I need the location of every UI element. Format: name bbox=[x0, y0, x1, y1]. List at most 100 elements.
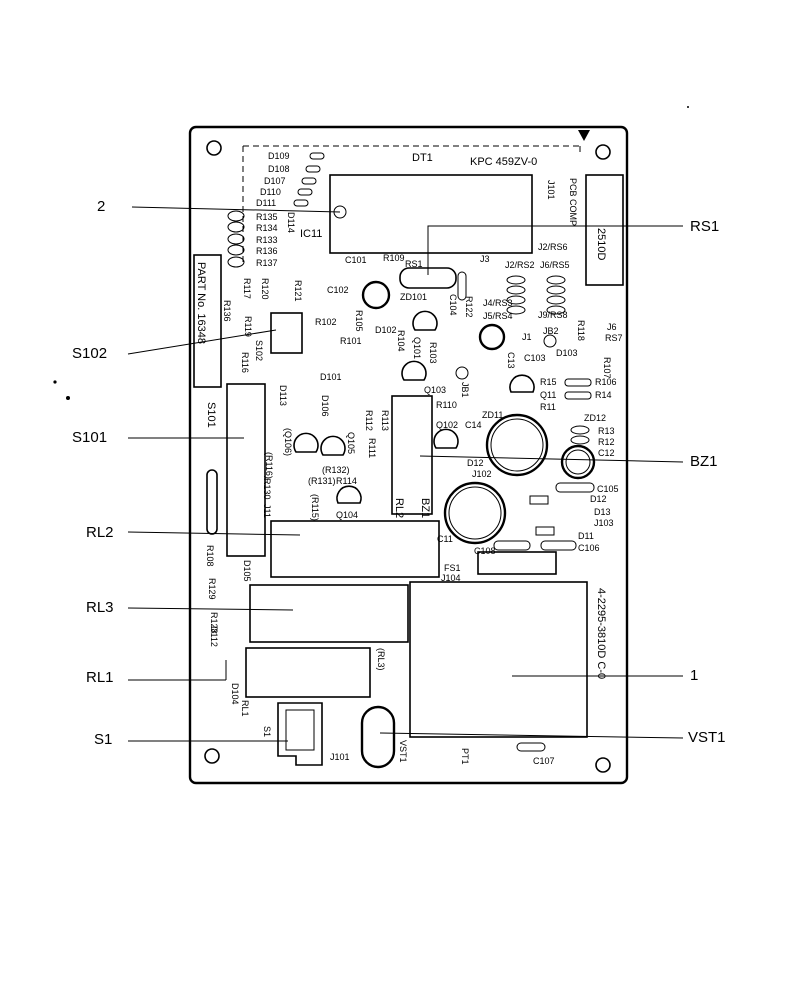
diode-label: D107 bbox=[264, 176, 286, 186]
stray-dot bbox=[687, 106, 689, 108]
leader-line bbox=[127, 531, 301, 536]
q104-transistor bbox=[336, 485, 362, 504]
c13-label: C13 bbox=[506, 352, 516, 369]
part-no: PART No. 16348 bbox=[195, 262, 207, 344]
r105-label: R105 bbox=[354, 310, 364, 332]
mount-hole bbox=[595, 144, 611, 160]
d106-label: D106 bbox=[320, 395, 330, 417]
callout-s102: S102 bbox=[72, 345, 107, 362]
q103-label: Q103 bbox=[424, 385, 446, 395]
c11-label: C11 bbox=[437, 534, 453, 544]
dashed-region bbox=[242, 145, 581, 262]
r110-label: R110 bbox=[436, 400, 457, 410]
j2rs6-label: J2/RS6 bbox=[538, 242, 568, 252]
d105-label: D105 bbox=[242, 560, 252, 582]
leader-line bbox=[131, 206, 341, 213]
zd12-label: ZD12 bbox=[584, 413, 606, 423]
r109-label: R109 bbox=[383, 253, 405, 263]
part-no-box bbox=[193, 254, 222, 388]
pt1-transformer bbox=[409, 581, 588, 738]
callout-s101: S101 bbox=[72, 429, 107, 446]
callout-rl2: RL2 bbox=[86, 524, 114, 541]
r128-label: R128 bbox=[209, 612, 219, 634]
r12-label: R12 bbox=[598, 437, 615, 447]
j6-label: J6 bbox=[607, 322, 617, 332]
r131-label: (R131) bbox=[308, 476, 336, 486]
r122-label: R122 bbox=[464, 296, 474, 318]
resistor-label: R134 bbox=[256, 223, 278, 233]
q11-label: Q11 bbox=[540, 390, 556, 400]
r108-resistor bbox=[206, 469, 218, 535]
c107-label: C107 bbox=[533, 756, 555, 766]
r103-label: R103 bbox=[428, 342, 438, 364]
callout-rl1: RL1 bbox=[86, 669, 114, 686]
q103-transistor bbox=[401, 360, 427, 381]
c108-label: C108 bbox=[474, 546, 496, 556]
callout-vst1: VST1 bbox=[688, 729, 726, 746]
q105-transistor bbox=[320, 435, 346, 456]
rs7-label: RS7 bbox=[605, 333, 623, 343]
rl3b-label: (RL3) bbox=[376, 648, 386, 671]
c106-label: C106 bbox=[578, 543, 600, 553]
rl2-relay bbox=[270, 520, 440, 578]
connector-2510d bbox=[585, 174, 624, 286]
corner-triangle bbox=[578, 130, 590, 141]
q102-transistor bbox=[433, 428, 459, 449]
d112-label: D112 bbox=[209, 626, 219, 647]
c13-cap bbox=[478, 323, 506, 351]
pt1-label: PT1 bbox=[460, 748, 470, 765]
r113-label: R113 bbox=[380, 410, 390, 431]
r115-label: (R115) bbox=[310, 494, 320, 521]
resistor-label: R137 bbox=[256, 258, 278, 268]
rl2b-label: RL2 bbox=[393, 498, 405, 518]
d113-label: D113 bbox=[278, 385, 288, 406]
q101-transistor bbox=[412, 310, 438, 331]
c11-cap bbox=[443, 481, 507, 545]
r106-label: R106 bbox=[595, 377, 617, 387]
s102b-label: S102 bbox=[254, 340, 264, 361]
j3-label: J3 bbox=[480, 254, 490, 264]
r104-label: R104 bbox=[396, 330, 406, 352]
stray-dot bbox=[66, 396, 70, 400]
callout-2: 2 bbox=[97, 198, 105, 215]
board-outline bbox=[188, 125, 629, 785]
diode-label: D110 bbox=[260, 187, 281, 197]
j101-top: J101 bbox=[546, 180, 556, 200]
r108-label: R108 bbox=[205, 545, 215, 567]
j4rs3-label: J4/RS3 bbox=[483, 298, 513, 308]
d12-label: D12 bbox=[590, 494, 607, 504]
diode-label: D108 bbox=[268, 164, 290, 174]
s1-connector bbox=[277, 702, 323, 766]
r118-label: R118 bbox=[576, 320, 586, 341]
bz1b-label: BZ1 bbox=[419, 498, 431, 518]
diode-label: D109 bbox=[268, 151, 290, 161]
board-header: KPC 459ZV-0 bbox=[470, 156, 537, 168]
s101-switch bbox=[226, 383, 266, 557]
s101b-label: S101 bbox=[205, 402, 217, 428]
diodes-top: D109 D108 D107 D110 D111 bbox=[256, 151, 325, 208]
r136b-label: R136 bbox=[222, 300, 232, 322]
j9rs8-label: J9/RS8 bbox=[538, 310, 568, 320]
jumper-stack bbox=[506, 275, 566, 315]
c101-label: C101 bbox=[345, 255, 367, 265]
q106-transistor bbox=[293, 432, 319, 453]
resistor-label: R136 bbox=[256, 246, 278, 256]
rl2-block bbox=[391, 395, 433, 515]
mount-hole bbox=[595, 757, 611, 773]
r120-label: R120 bbox=[260, 278, 270, 300]
r101-label: R101 bbox=[340, 336, 362, 346]
c12-label: C12 bbox=[598, 448, 615, 458]
d103-label: D103 bbox=[556, 348, 578, 358]
bz1-cap bbox=[485, 413, 549, 477]
ic11-box bbox=[329, 174, 533, 254]
leader-line bbox=[419, 455, 684, 463]
j5rs4-label: J5/RS4 bbox=[483, 311, 513, 321]
r132-label: (R132) bbox=[322, 465, 350, 475]
j11-label: J11 bbox=[262, 504, 272, 518]
vst1-varistor bbox=[360, 705, 396, 769]
q104-label: Q104 bbox=[336, 510, 358, 520]
resistor-label: R135 bbox=[256, 212, 278, 222]
c103-label: C103 bbox=[524, 353, 546, 363]
d104-label: D104 bbox=[230, 683, 240, 705]
resistor-label: R133 bbox=[256, 235, 278, 245]
